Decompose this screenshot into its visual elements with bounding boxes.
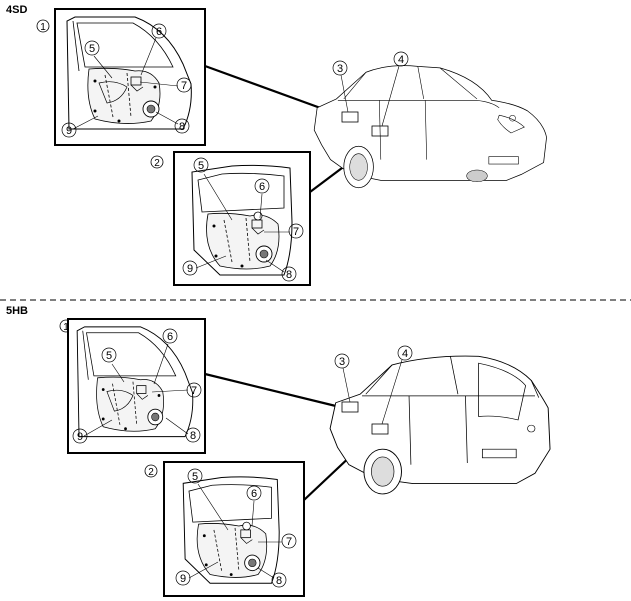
- label-ref-4-4sd: 4: [398, 54, 404, 66]
- leader-line-front-5hb: [204, 372, 345, 410]
- label-part-9: 9: [77, 431, 83, 443]
- label-part-8: 8: [190, 430, 196, 442]
- section-label-5hb: 5HB: [6, 305, 28, 317]
- label-ref-3-4sd: 3: [337, 63, 343, 75]
- label-part-9: 9: [180, 573, 186, 585]
- label-part-6: 6: [156, 26, 162, 38]
- label-part-6: 6: [251, 488, 257, 500]
- callout-circle-1: [36, 19, 50, 33]
- callout-number-1: 1: [63, 322, 69, 333]
- label-part-6: 6: [259, 181, 265, 193]
- rear-door-detail-5hb: 5 6 7 8 9: [163, 461, 305, 597]
- callout-number-1: 1: [40, 22, 46, 33]
- label-part-5: 5: [89, 43, 95, 55]
- label-part-9: 9: [66, 125, 72, 137]
- callout-circle-2: [150, 155, 164, 169]
- callout-number-2: 2: [148, 467, 154, 478]
- label-part-7: 7: [286, 536, 292, 548]
- sedan-car-illustration: [313, 65, 547, 189]
- section-label-4sd: 4SD: [6, 4, 27, 16]
- front-door-detail-4sd: 5 6 7 8 9: [54, 8, 206, 146]
- label-part-8: 8: [286, 269, 292, 281]
- label-part-5: 5: [192, 471, 198, 483]
- label-part-7: 7: [191, 385, 197, 397]
- label-part-9: 9: [187, 263, 193, 275]
- rear-door-detail-4sd: 5 6 7 8 9: [173, 151, 311, 286]
- callout-circle-2: [144, 464, 158, 478]
- label-ref-3-5hb: 3: [339, 356, 345, 368]
- hatchback-car-illustration: [329, 355, 551, 495]
- label-part-6: 6: [167, 331, 173, 343]
- label-part-7: 7: [293, 226, 299, 238]
- label-ref-4-5hb: 4: [402, 348, 408, 360]
- front-door-detail-5hb: 5 6 7 8 9: [67, 318, 206, 454]
- label-part-7: 7: [181, 80, 187, 92]
- label-part-5: 5: [198, 160, 204, 172]
- label-part-8: 8: [179, 121, 185, 133]
- label-part-5: 5: [106, 350, 112, 362]
- label-part-8: 8: [276, 575, 282, 587]
- callout-number-2: 2: [154, 158, 160, 169]
